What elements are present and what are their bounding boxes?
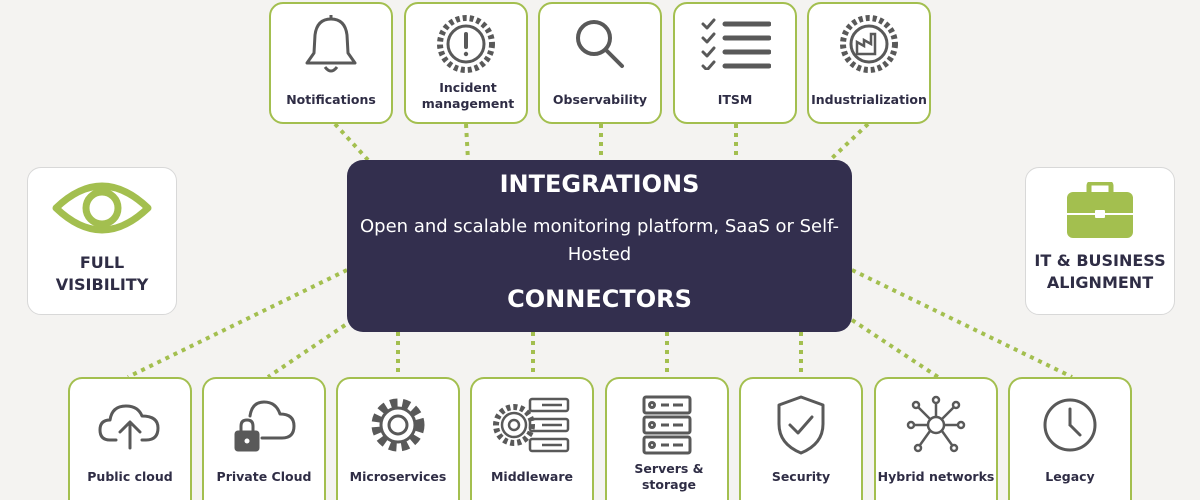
full-visibility-panel: FULL VISIBILITY bbox=[27, 167, 177, 315]
connector-card-public-cloud: Public cloud bbox=[68, 377, 192, 500]
shield-check-icon bbox=[777, 395, 825, 455]
alert-gear-icon bbox=[437, 15, 495, 73]
checklist-icon bbox=[701, 18, 771, 70]
connector-label: Legacy bbox=[1045, 468, 1095, 484]
connector-card-hybrid-networks: Hybrid networks bbox=[874, 377, 998, 500]
connector-card-legacy: Legacy bbox=[1008, 377, 1132, 500]
full-visibility-label: FULL VISIBILITY bbox=[55, 253, 149, 294]
integration-card-industrialization: Industrialization bbox=[807, 2, 931, 124]
network-hub-icon bbox=[906, 395, 966, 453]
connector-label: Public cloud bbox=[87, 468, 173, 484]
gear-icon bbox=[371, 398, 425, 452]
server-stack-icon bbox=[642, 395, 692, 455]
integrations-connectors-hub: INTEGRATIONS Open and scalable monitorin… bbox=[347, 160, 852, 332]
connector-card-security: Security bbox=[739, 377, 863, 500]
bell-icon bbox=[305, 15, 357, 73]
connector-label: Hybrid networks bbox=[877, 468, 995, 484]
connector-card-middleware: Middleware bbox=[470, 377, 594, 500]
integration-card-itsm: ITSM bbox=[673, 2, 797, 124]
connector-card-private-cloud: Private Cloud bbox=[202, 377, 326, 500]
it-business-alignment-label: IT & BUSINESS ALIGNMENT bbox=[1034, 251, 1166, 292]
connector-label: Servers & storage bbox=[634, 460, 704, 492]
hub-subtitle: Open and scalable monitoring platform, S… bbox=[360, 216, 839, 265]
integration-label: Notifications bbox=[286, 92, 376, 107]
cloud-lock-icon bbox=[234, 400, 296, 452]
it-business-alignment-panel: IT & BUSINESS ALIGNMENT bbox=[1025, 167, 1175, 315]
factory-gear-icon bbox=[840, 15, 898, 73]
magnifier-icon bbox=[576, 20, 624, 68]
connector-label: Security bbox=[771, 468, 831, 484]
briefcase-icon bbox=[1067, 182, 1133, 238]
integration-card-observability: Observability bbox=[538, 2, 662, 124]
integration-label: Observability bbox=[552, 92, 648, 107]
connectors-title: CONNECTORS bbox=[507, 285, 692, 313]
integrations-title: INTEGRATIONS bbox=[499, 170, 700, 198]
connector-card-microservices: Microservices bbox=[336, 377, 460, 500]
gear-server-icon bbox=[493, 397, 570, 453]
cloud-upload-icon bbox=[98, 404, 160, 450]
integration-card-incident-management: Incident management bbox=[404, 2, 528, 124]
clock-icon bbox=[1043, 398, 1097, 452]
connector-label: Microservices bbox=[349, 468, 447, 484]
integration-label: ITSM bbox=[717, 92, 753, 107]
integration-label: Incident management bbox=[421, 80, 515, 111]
integration-label: Industrialization bbox=[811, 92, 927, 107]
connector-label: Private Cloud bbox=[216, 468, 312, 484]
connector-label: Middleware bbox=[490, 468, 573, 484]
eye-icon bbox=[52, 182, 152, 234]
integration-card-notifications: Notifications bbox=[269, 2, 393, 124]
connector-card-servers-storage: Servers & storage bbox=[605, 377, 729, 500]
